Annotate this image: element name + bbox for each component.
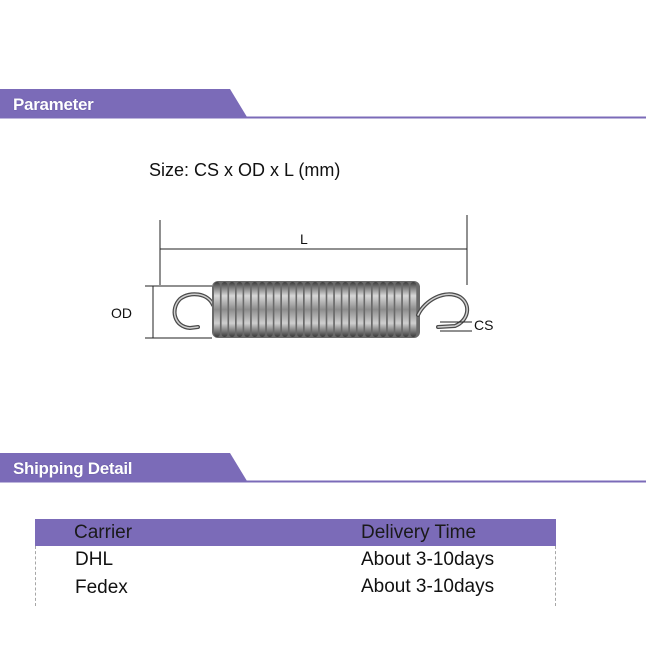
shipping-section-header: Shipping Detail [0,453,646,485]
spring-coil-turn [402,282,409,337]
carrier-cell: Fedex [75,577,128,598]
delivery-time-cell: About 3-10days [361,576,495,597]
table-right-border [555,546,556,606]
parameter-section-title: Parameter [13,95,94,114]
spring-coil-turn [304,282,311,337]
shipping-header-banner [0,453,646,483]
spring-coil-turn [327,282,334,337]
spring-coil-turn [342,282,349,337]
spring-coil-turn [372,282,379,337]
spring-coil-turn [259,282,266,337]
spring-coil-turn [319,282,326,337]
spring-coil-turn [266,282,273,337]
spring-coil-turn [312,282,319,337]
carrier-cell: DHL [75,549,114,570]
spring-coil-turn [289,282,296,337]
spring-coil-turn [380,282,387,337]
wire-size-dimension: CS [440,317,493,333]
outer-diameter-dimension: OD [111,285,212,339]
column-header-delivery-time: Delivery Time [361,522,477,543]
spring-diagram: L OD CS [111,215,493,339]
spring-coil-turn [387,282,394,337]
spring-coil-turn [357,282,364,337]
spring-coil-turn [214,282,220,337]
wire-size-label: CS [474,317,493,333]
spring-coil-turn [350,282,356,337]
spring-coil-turn [334,282,341,337]
parameter-header-banner [0,89,646,119]
spring-coils [214,282,417,337]
spring-coil-turn [365,282,371,337]
spring-coil-turn [297,282,303,337]
table-left-border [35,546,36,606]
spring-coil-turn [274,282,281,337]
outer-diameter-label: OD [111,305,132,321]
spring-coil-turn [221,282,228,337]
spring-coil-turn [410,282,417,337]
shipping-table-header: Carrier Delivery Time [35,519,556,546]
column-header-carrier: Carrier [74,522,133,543]
spring-coil-turn [236,282,243,337]
length-dimension: L [159,215,468,285]
spring-coil-turn [251,282,258,337]
length-label: L [300,231,308,247]
spring-coil-turn [244,282,251,337]
delivery-time-cell: About 3-10days [361,549,495,570]
size-formula-label: Size: CS x OD x L (mm) [149,160,341,180]
spring-coil-turn [282,282,288,337]
spring-coil-turn [229,282,235,337]
spring-coil-turn [395,282,402,337]
shipping-section-title: Shipping Detail [13,459,133,478]
shipping-table: Carrier Delivery Time DHL About 3-10days… [35,519,556,606]
parameter-section-header: Parameter [0,89,646,121]
